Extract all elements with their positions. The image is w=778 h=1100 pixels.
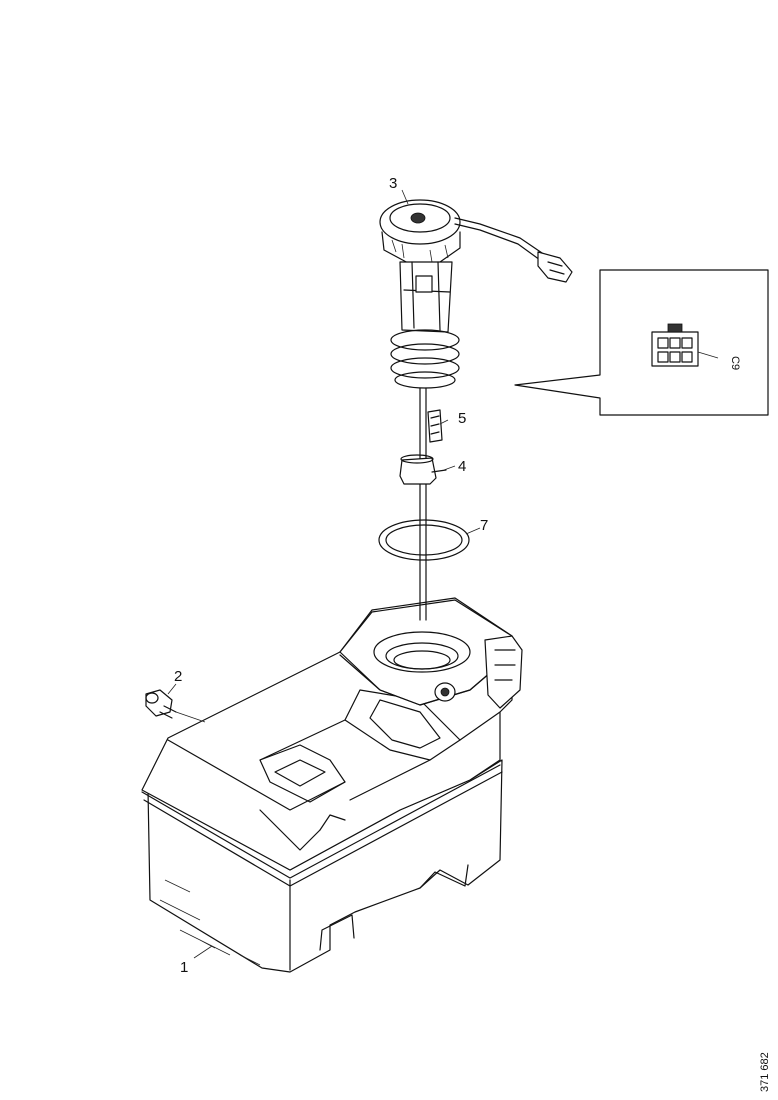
callout-2: 2	[174, 668, 182, 685]
fuel-tank	[141, 597, 523, 973]
connector-label: C9	[729, 356, 741, 370]
callout-4: 4	[458, 458, 466, 475]
figure-reference-number: 371 682	[759, 1052, 771, 1092]
connector-detail-callout: C9	[514, 269, 769, 416]
callout-1: 1	[180, 959, 188, 976]
drain-plug	[145, 689, 206, 723]
seal-ring	[378, 519, 470, 561]
connector-c9	[651, 323, 719, 367]
filter-sock	[427, 409, 443, 443]
leader-lines	[167, 189, 481, 959]
callout-5: 5	[458, 410, 466, 427]
callout-3: 3	[389, 175, 397, 192]
retaining-clip	[399, 454, 447, 485]
callout-7: 7	[480, 517, 488, 534]
fuel-sender-unit	[379, 199, 573, 621]
